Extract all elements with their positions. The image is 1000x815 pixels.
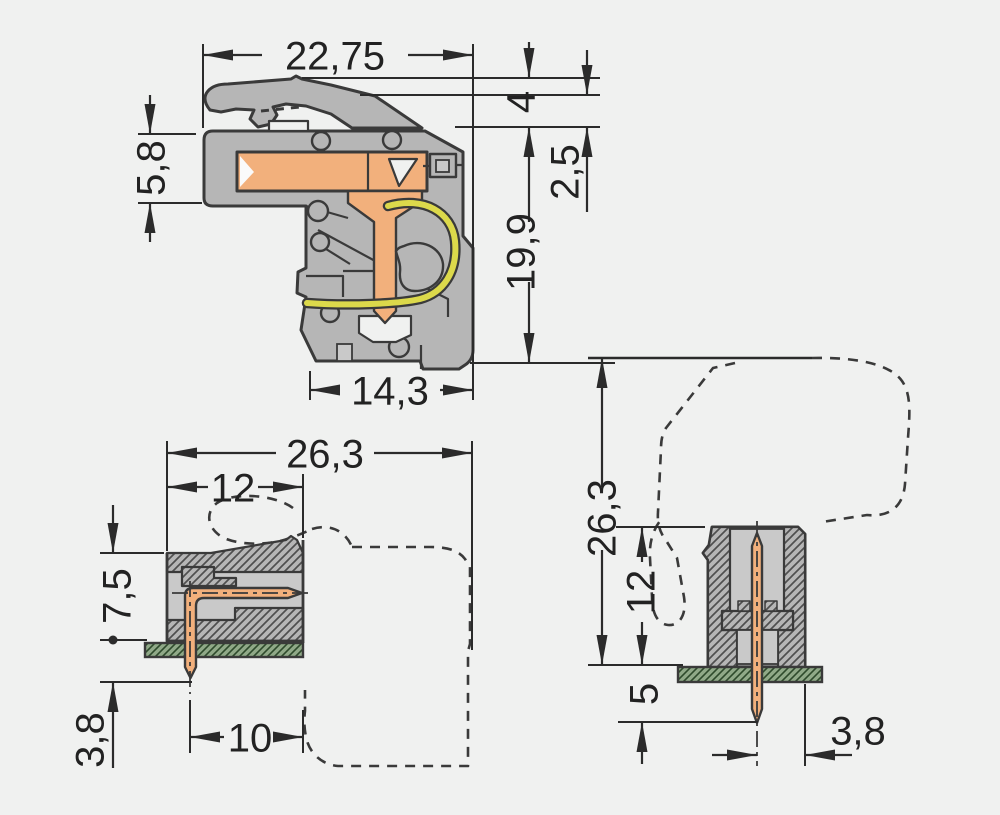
mating-slot bbox=[357, 314, 413, 344]
solder-pin-side bbox=[183, 586, 304, 680]
dim-height-above-pcb-label: 7,5 bbox=[95, 568, 139, 624]
contact-spring-notch bbox=[387, 157, 419, 188]
dimensions-side-mounted: 26,3 12 7,5 3,8 10 bbox=[68, 432, 473, 768]
dim-dot-terminator bbox=[108, 635, 118, 645]
pcb-side bbox=[143, 641, 305, 659]
view-side-mounted: 26,3 12 7,5 3,8 10 bbox=[68, 432, 473, 768]
dim-latch-rise-label: 4 bbox=[499, 91, 543, 113]
view-side-section: 22,75 5,8 4 2,5 19,9 14,3 bbox=[129, 34, 615, 413]
dim-pin-below-pcb2-label: 5 bbox=[622, 683, 666, 705]
dimensions-front-mounted: 26,3 12 5 3,8 bbox=[580, 358, 886, 766]
dim-body-depth-label: 14,3 bbox=[351, 369, 429, 413]
floor-step-left bbox=[737, 600, 751, 612]
wire-funnel-notch bbox=[240, 156, 254, 187]
latch-dashed-line bbox=[260, 105, 301, 113]
dim-pin-offset-label: 3,8 bbox=[830, 709, 886, 753]
mating-connector-outline-front bbox=[648, 356, 911, 627]
spring-anchor-blob bbox=[394, 241, 445, 293]
dim-overall-width-label: 22,75 bbox=[285, 34, 385, 78]
view-front-mounted: 26,3 12 5 3,8 bbox=[580, 356, 911, 766]
dim-overall-height-label: 19,9 bbox=[499, 213, 543, 291]
bottom-pocket bbox=[336, 343, 353, 362]
header-step-wall bbox=[180, 565, 238, 588]
dim-overall-height2-label: 26,3 bbox=[580, 479, 624, 557]
pcb-front bbox=[676, 665, 824, 684]
dim-pin-below-pcb-label: 3,8 bbox=[68, 712, 112, 768]
dim-lever-height-label: 5,8 bbox=[129, 140, 173, 196]
dim-overall-depth-label: 26,3 bbox=[286, 432, 364, 476]
dim-collar-label: 2,5 bbox=[543, 144, 587, 200]
dim-pin-length-label: 10 bbox=[228, 716, 273, 760]
latch-slot bbox=[267, 119, 310, 133]
latch-lever bbox=[203, 74, 424, 130]
dim-housing-depth-label: 12 bbox=[211, 466, 256, 510]
header-outline-side bbox=[165, 553, 303, 643]
floor-step-right bbox=[764, 600, 778, 612]
dim-housing-height-label: 12 bbox=[619, 570, 663, 615]
dimensions-side-section: 22,75 5,8 4 2,5 19,9 14,3 bbox=[129, 34, 615, 413]
test-port-inner bbox=[435, 159, 450, 173]
mating-connector-outline-side bbox=[207, 494, 472, 768]
test-port-ticks bbox=[423, 163, 463, 168]
clamp-spring bbox=[304, 200, 459, 308]
contact-blade bbox=[346, 189, 424, 325]
